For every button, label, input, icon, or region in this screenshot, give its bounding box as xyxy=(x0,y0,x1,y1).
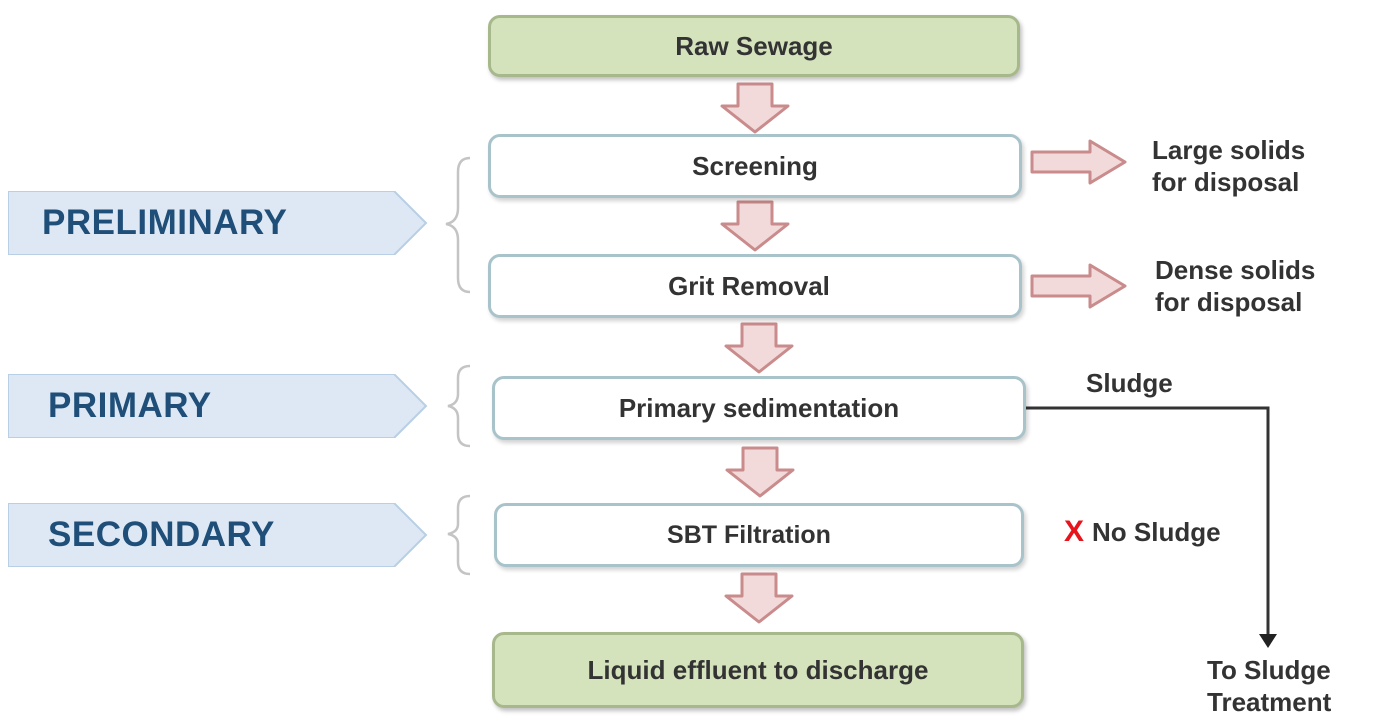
box-raw-sewage: Raw Sewage xyxy=(488,15,1020,77)
stage-chevron xyxy=(8,503,428,567)
box-screening: Screening xyxy=(488,134,1022,198)
box-sbt-filtration: SBT Filtration xyxy=(494,503,1024,567)
box-label: Raw Sewage xyxy=(675,30,833,61)
flow-arrow-grit-to-dense-solids xyxy=(1030,263,1127,309)
output-dense-solids: Dense solids for disposal xyxy=(1155,254,1315,318)
flow-arrow-grit-to-primary xyxy=(724,322,794,374)
flow-arrow-raw-to-screening xyxy=(720,82,790,134)
sludge-line xyxy=(1024,406,1270,636)
output-line: Dense solids xyxy=(1155,255,1316,285)
stage-preliminary: PRELIMINARY xyxy=(8,191,428,255)
secondary-bracket xyxy=(447,494,471,576)
sludge-label: Sludge xyxy=(1086,368,1173,398)
box-label: Primary sedimentation xyxy=(618,392,900,423)
flow-arrow-screening-to-large-solids xyxy=(1030,139,1127,185)
output-sludge: Sludge xyxy=(1086,367,1173,399)
stage-secondary: SECONDARY xyxy=(8,503,428,567)
stage-label-primary: PRIMARY xyxy=(48,386,212,425)
output-line: for disposal xyxy=(1152,167,1300,197)
preliminary-bracket xyxy=(445,156,471,294)
stage-label-preliminary: PRELIMINARY xyxy=(42,203,288,242)
stage-chevron xyxy=(8,374,428,438)
box-label: Liquid effluent to discharge xyxy=(587,654,929,685)
output-line: for disposal xyxy=(1155,287,1303,317)
output-large-solids: Large solids for disposal xyxy=(1152,134,1305,198)
output-line: To Sludge xyxy=(1207,655,1331,685)
stage-primary: PRIMARY xyxy=(8,374,428,438)
stage-label-secondary: SECONDARY xyxy=(48,515,275,554)
primary-bracket xyxy=(447,364,471,448)
sludge-arrow-head xyxy=(1259,634,1277,648)
stage-chevron xyxy=(8,191,428,255)
flow-arrow-primary-to-sbt xyxy=(725,446,795,498)
no-sludge-label: No Sludge xyxy=(1092,517,1221,547)
flow-arrow-screening-to-grit xyxy=(720,200,790,252)
flow-arrow-sbt-to-effluent xyxy=(724,572,794,624)
output-line: Treatment xyxy=(1207,687,1332,717)
output-line: Large solids xyxy=(1152,135,1306,165)
box-label: Screening xyxy=(692,150,818,181)
box-liquid-effluent: Liquid effluent to discharge xyxy=(492,632,1024,708)
output-to-sludge-treatment: To Sludge Treatment xyxy=(1207,654,1331,718)
box-label: Grit Removal xyxy=(668,270,830,301)
no-sludge-x-icon: X xyxy=(1064,515,1085,548)
box-label: SBT Filtration xyxy=(667,520,831,549)
box-primary-sedimentation: Primary sedimentation xyxy=(492,376,1026,440)
box-grit-removal: Grit Removal xyxy=(488,254,1022,318)
